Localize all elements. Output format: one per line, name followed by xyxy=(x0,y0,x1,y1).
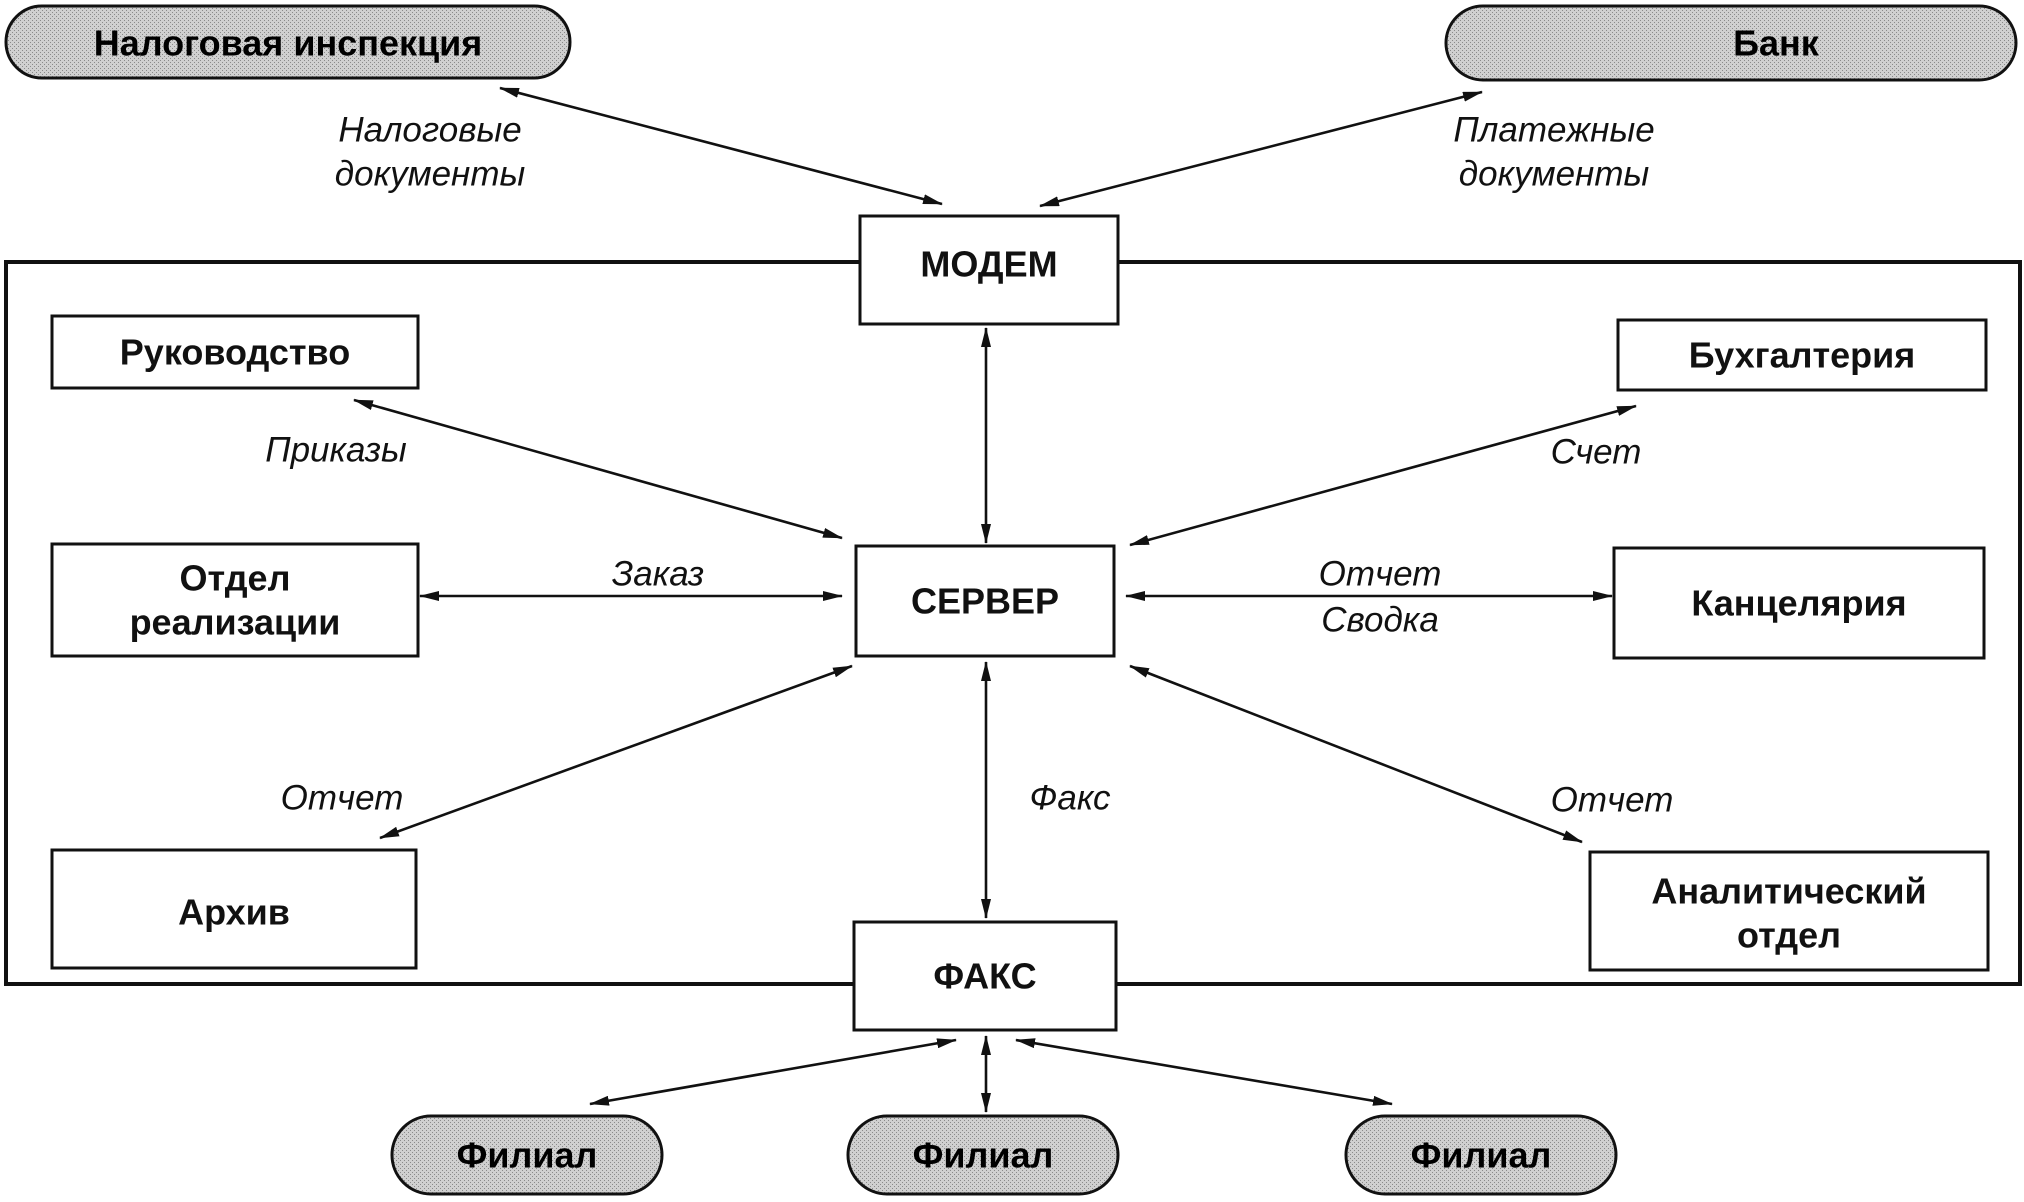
modem-label: МОДЕМ xyxy=(920,244,1057,285)
branch-left-label: Филиал xyxy=(457,1135,598,1176)
edge-label-tax-docs-2: документы xyxy=(335,155,526,194)
edge-labels: Налоговые документы Платежные документы … xyxy=(265,111,1673,820)
edge-label-tax-docs-1: Налоговые xyxy=(338,111,521,150)
node-analytics: Аналитический отдел xyxy=(1588,850,1990,972)
sales-label-line2: реализации xyxy=(130,602,341,643)
external-pill-tax: Налоговая инспекция xyxy=(4,4,572,80)
management-label: Руководство xyxy=(120,332,350,373)
edge-management-server xyxy=(353,398,843,540)
branch-right-label: Филиал xyxy=(1411,1135,1552,1176)
edge-bank-modem xyxy=(1039,90,1483,208)
external-tax-label: Налоговая инспекция xyxy=(94,23,483,64)
branch-center-label: Филиал xyxy=(913,1135,1054,1176)
edge-accounting-server xyxy=(1129,404,1637,547)
edge-label-summary-office: Сводка xyxy=(1321,601,1439,640)
edge-label-fax: Факс xyxy=(1030,779,1111,818)
edge-label-orders: Приказы xyxy=(265,431,407,470)
node-management: Руководство xyxy=(50,314,420,390)
edge-analytics-server xyxy=(1129,664,1583,844)
node-modem: МОДЕМ xyxy=(858,214,1120,326)
edge-label-report-analytics: Отчет xyxy=(1551,781,1674,820)
node-accounting: Бухгалтерия xyxy=(1616,318,1988,392)
node-server: СЕРВЕР xyxy=(854,544,1116,658)
analytics-label-line1: Аналитический xyxy=(1651,871,1926,912)
external-bank-label: Банк xyxy=(1733,23,1820,64)
external-pill-branch-left: Филиал xyxy=(390,1114,664,1196)
office-label: Канцелярия xyxy=(1691,583,1906,624)
node-archive: Архив xyxy=(50,848,418,970)
analytics-label-line2: отдел xyxy=(1737,915,1841,956)
edge-label-order: Заказ xyxy=(612,555,704,594)
edges xyxy=(353,86,1637,1113)
edge-label-payment-docs-1: Платежные xyxy=(1453,111,1654,150)
edge-label-payment-docs-2: документы xyxy=(1459,155,1650,194)
external-pill-bank: Банк xyxy=(1444,4,2018,82)
edge-fax-branch-right xyxy=(1015,1038,1393,1106)
node-sales: Отдел реализации xyxy=(50,542,420,658)
external-pill-branch-right: Филиал xyxy=(1344,1114,1618,1196)
edge-tax-modem xyxy=(499,86,943,206)
accounting-label: Бухгалтерия xyxy=(1689,335,1916,376)
archive-label: Архив xyxy=(178,892,290,933)
edge-fax-branch-left xyxy=(589,1038,957,1106)
edge-label-report-archive: Отчет xyxy=(281,779,404,818)
external-pill-branch-center: Филиал xyxy=(846,1114,1120,1196)
edge-archive-server xyxy=(379,664,853,840)
sales-label-line1: Отдел xyxy=(180,558,291,599)
edge-label-invoice: Счет xyxy=(1551,433,1642,472)
server-label: СЕРВЕР xyxy=(911,581,1059,622)
edge-label-report-office: Отчет xyxy=(1319,555,1442,594)
node-fax: ФАКС xyxy=(852,920,1118,1032)
node-office: Канцелярия xyxy=(1612,546,1986,660)
fax-label: ФАКС xyxy=(933,956,1036,997)
